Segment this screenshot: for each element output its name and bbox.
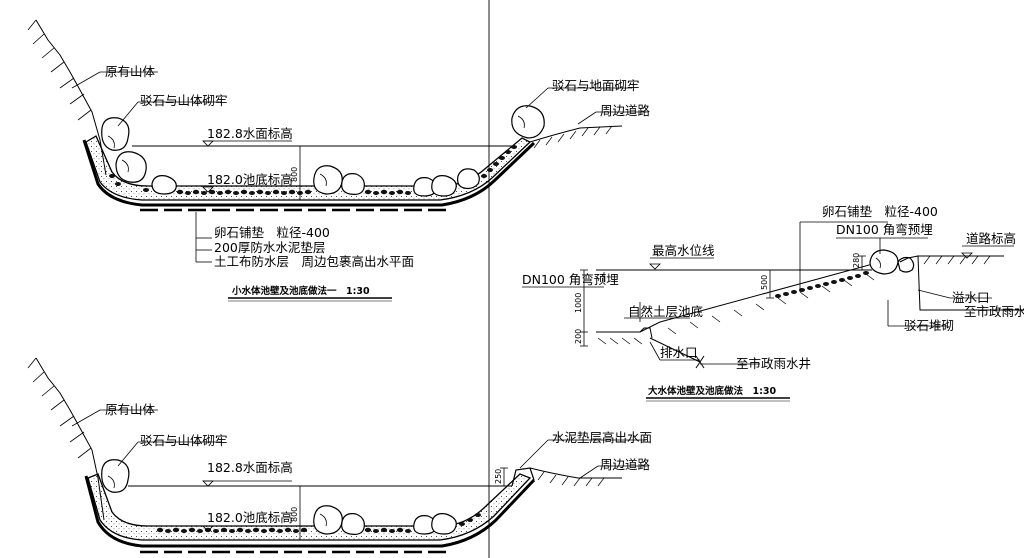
pool-membrane (82, 139, 536, 207)
mountain-hatch (27, 357, 92, 459)
bottom-level-marker (202, 186, 214, 193)
water-level-label: 182.8水面标高 (207, 126, 293, 141)
road-edge (529, 467, 622, 479)
road-label: 周边道路 (600, 457, 651, 472)
road-edge (529, 125, 623, 143)
road-level-marker (961, 252, 973, 259)
dimension-left (580, 269, 588, 347)
dim-280-label: 280 (852, 253, 861, 268)
layer-3-label: 土工布防水层 周边包裹高出水平面 (214, 254, 414, 269)
leaders (71, 71, 646, 263)
water-level-marker (202, 140, 214, 147)
dim-800-label: 800 (290, 167, 299, 182)
drain-outlet (639, 327, 705, 369)
dimension-800 (296, 485, 304, 541)
leaders (522, 221, 992, 365)
mountain-slope (35, 19, 107, 176)
pipe-right-label: DN100 角弯预埋 (836, 222, 933, 237)
section-large-pool: 道路标高 最高水位线 1000 200 500 280 (522, 204, 1024, 402)
dimension-250 (500, 467, 508, 487)
max-water-label: 最高水位线 (652, 243, 715, 258)
pebble-label: 卵石铺垫 粒径-400 (822, 204, 938, 219)
dim-500-label: 500 (760, 275, 769, 290)
boulders (101, 105, 545, 197)
dim-1000-label: 1000 (574, 293, 583, 313)
dimension-280 (858, 255, 866, 271)
layer-1-label: 卵石铺垫 粒径-400 (214, 225, 330, 240)
section-1-title: 小水体池壁及池底做法一 1:30 (231, 285, 370, 297)
rock-wall-pile (869, 249, 915, 275)
boulders (101, 459, 457, 535)
pool-concrete-layer (87, 473, 532, 541)
dim-250-label: 250 (494, 469, 503, 484)
pebble-row (109, 145, 517, 195)
municipal-rain-label: 至市政雨水 (964, 304, 1024, 319)
road-label: 周边道路 (600, 103, 651, 118)
soil-hatch (597, 273, 875, 345)
drain-label: 排水口 (660, 345, 698, 360)
overflow-label: 溢水口 (952, 290, 990, 305)
section-3-title: 大水体池壁及池底做法 1:30 (648, 385, 777, 397)
rock-mountain-label: 驳石与山体砌牢 (140, 433, 228, 448)
pool-concrete-layer (85, 135, 532, 201)
section-small-pool-1: 800 182.8水面标高 182.0池底标高 原有山体 驳石与山体砌牢 驳石与… (27, 19, 651, 302)
mountain-hatch (27, 19, 92, 121)
max-water-marker (649, 263, 661, 270)
rock-wall-label: 驳石堆砌 (904, 318, 954, 333)
road-hatch (533, 125, 613, 149)
dimension-800 (296, 145, 304, 201)
section-small-pool-2: 800 250 182.8水面标高 182.0池底标高 原有山体 驳石与山体砌牢… (27, 357, 652, 554)
dim-200-label: 200 (574, 329, 583, 344)
rock-ground-label: 驳石与地面砌牢 (552, 78, 640, 93)
pebble-slope (775, 271, 869, 298)
road-level-label: 道路标高 (966, 231, 1016, 246)
rock-mountain-label: 驳石与山体砌牢 (140, 93, 228, 108)
rim-wall (511, 467, 535, 487)
water-level-marker (202, 480, 214, 487)
municipal-well-label: 至市政雨水井 (736, 356, 811, 371)
dim-800-label: 800 (290, 507, 299, 522)
pebble-row (156, 513, 481, 533)
water-level-label: 182.8水面标高 (207, 460, 293, 475)
natural-soil-label: 自然土层池底 (628, 304, 703, 319)
bottom-level-label: 182.0池底标高 (207, 510, 293, 525)
dimension-500 (766, 269, 774, 299)
cement-label: 水泥垫层高出水面 (552, 430, 652, 445)
bottom-level-label: 182.0池底标高 (207, 172, 293, 187)
mountain-slope (35, 357, 105, 521)
existing-mountain-label: 原有山体 (105, 402, 156, 417)
road-hatch (923, 255, 991, 265)
pool-membrane (84, 475, 536, 548)
road-hatch (537, 471, 605, 487)
leaders (71, 409, 646, 479)
existing-mountain-label: 原有山体 (105, 64, 156, 79)
layer-2-label: 200厚防水水泥垫层 (214, 240, 325, 255)
pipe-left-label: DN100 角弯预埋 (522, 272, 619, 287)
natural-soil-bottom (596, 261, 893, 333)
